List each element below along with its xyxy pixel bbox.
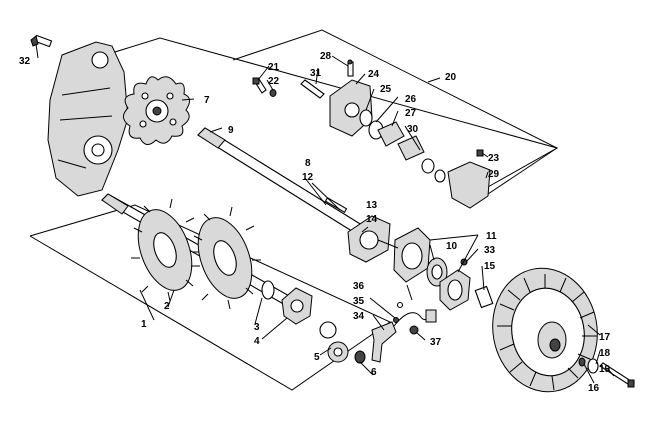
callout-25: 25: [380, 84, 392, 95]
callout-4: 4: [254, 336, 260, 347]
callout-16: 16: [588, 383, 600, 394]
callout-31: 31: [310, 68, 322, 79]
driven-clutch: [492, 267, 598, 393]
sensor-gear: [319, 321, 349, 363]
lock-washer: [578, 357, 586, 367]
bleeder-28: [347, 59, 354, 77]
brake-pad-30: [397, 135, 425, 161]
callout-2: 2: [164, 301, 170, 312]
caliper-body: [329, 79, 373, 137]
callout-5: 5: [314, 352, 320, 363]
callout-3: 3: [254, 322, 260, 333]
callout-12: 12: [302, 172, 314, 183]
piston-seal: [421, 158, 446, 183]
caliper-half-29: [447, 161, 491, 209]
brake-pad-27: [377, 121, 405, 147]
washer-22: [269, 89, 277, 97]
clutch-bolt: [599, 362, 635, 388]
flange-11: [439, 269, 471, 311]
piston-25: [359, 109, 373, 127]
callout-37: 37: [430, 337, 442, 348]
callout-10: 10: [446, 241, 458, 252]
pin-31: [300, 79, 325, 99]
callout-21: 21: [268, 62, 280, 73]
callout-13: 13: [366, 200, 378, 211]
callout-11: 11: [486, 231, 497, 242]
callout-30: 30: [407, 124, 419, 135]
nut: [354, 350, 366, 364]
washer: [587, 358, 599, 374]
callout-6: 6: [371, 367, 377, 378]
callout-23: 23: [488, 153, 500, 164]
callout-15: 15: [484, 261, 496, 272]
callout-labels: 1 2 3 4 5 6 7 8 9 10 11 12 13 14 15 16 1…: [19, 51, 611, 394]
callout-1: 1: [141, 319, 147, 330]
brake-assembly-frame: [232, 29, 559, 197]
callout-20: 20: [445, 72, 457, 83]
callout-18: 18: [599, 348, 611, 359]
callout-19: 19: [599, 364, 611, 375]
lower-assembly-frame: [29, 204, 392, 391]
callout-28: 28: [320, 51, 332, 62]
callout-7: 7: [204, 95, 210, 106]
callout-9: 9: [228, 125, 234, 136]
callout-17: 17: [599, 332, 611, 343]
spacer: [474, 285, 494, 309]
bearing-3: [261, 280, 275, 300]
bearing-10: [426, 257, 448, 287]
brake-disc: [123, 76, 190, 145]
leader-lines: [35, 43, 615, 384]
bearing-flange: [281, 287, 313, 325]
callout-8: 8: [305, 158, 311, 169]
drive-sprocket-left: [131, 198, 201, 302]
callout-34: 34: [353, 311, 365, 322]
callout-27: 27: [405, 108, 417, 119]
callout-26: 26: [405, 94, 417, 105]
callout-29: 29: [488, 169, 500, 180]
bolt-23: [476, 149, 484, 157]
callout-32: 32: [19, 56, 31, 67]
callout-14: 14: [366, 214, 378, 225]
speed-sensor: [371, 301, 437, 363]
callout-22: 22: [268, 76, 280, 87]
drive-sprocket-right: [191, 206, 261, 310]
callout-36: 36: [353, 281, 365, 292]
caliper-bolt: [252, 77, 267, 94]
callout-35: 35: [353, 296, 365, 307]
flange-plate: [347, 215, 391, 263]
chaincase-housing: [30, 34, 129, 197]
bearing-housing: [393, 227, 431, 283]
callout-33: 33: [484, 245, 496, 256]
callout-24: 24: [368, 69, 380, 80]
